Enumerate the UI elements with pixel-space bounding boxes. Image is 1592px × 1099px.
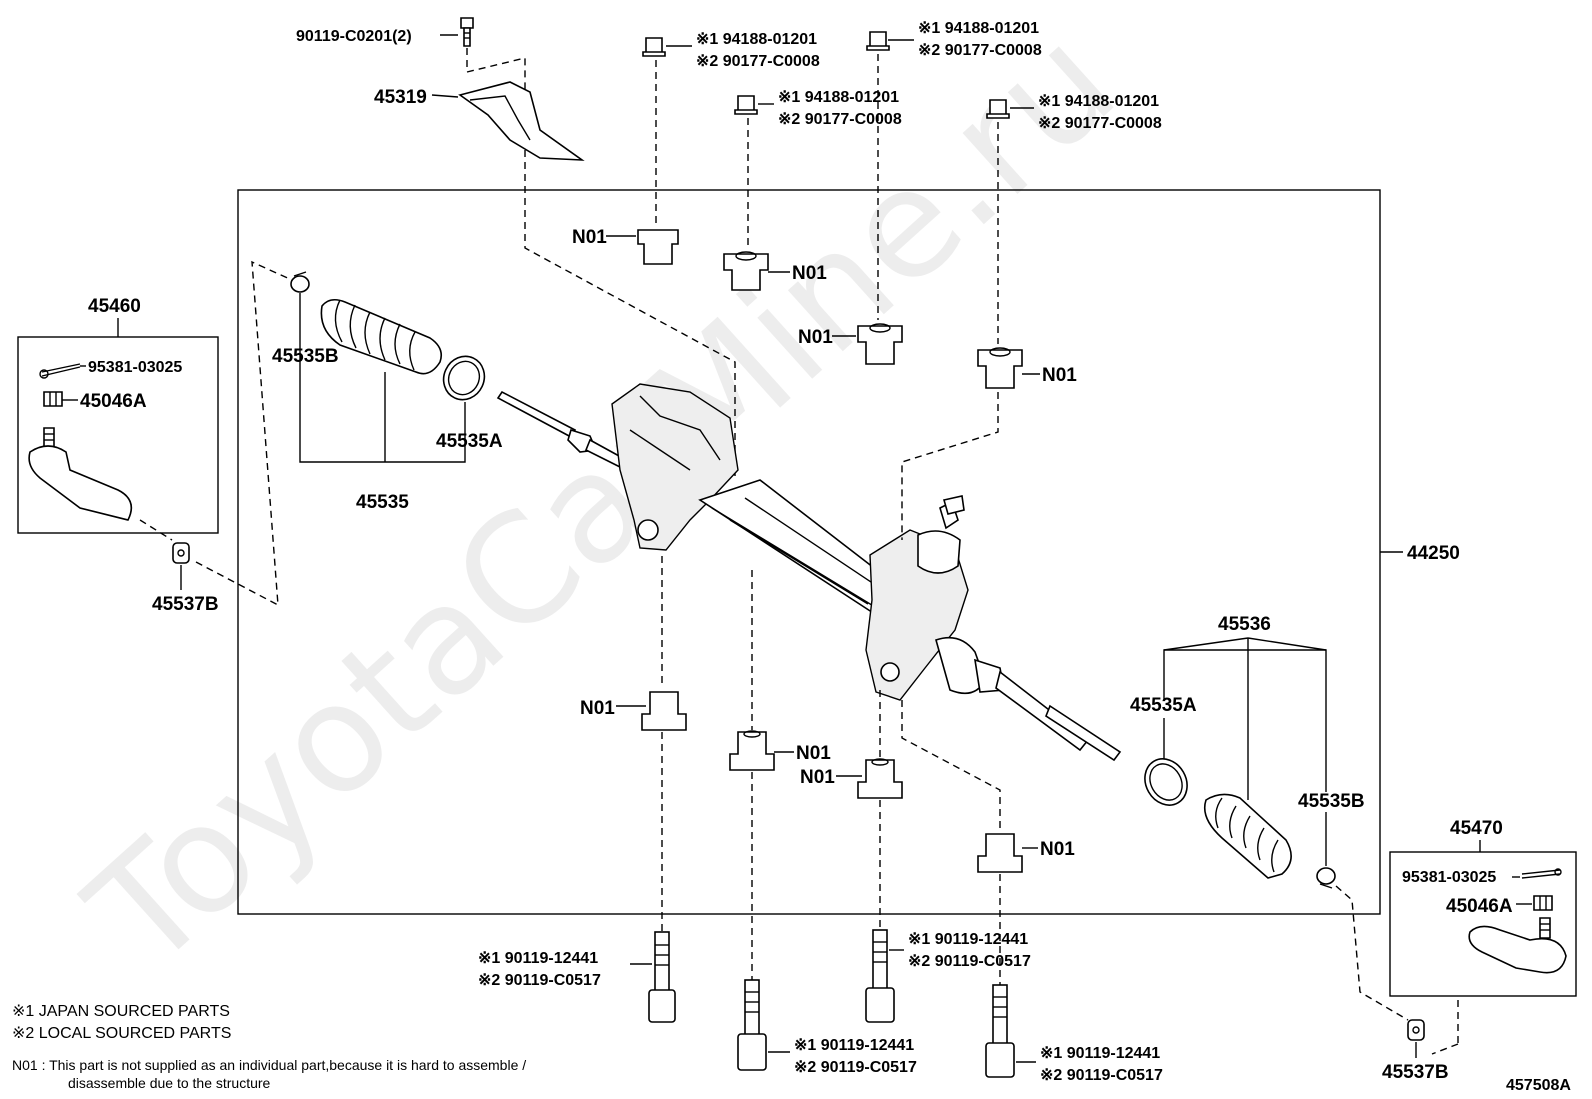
clamp-45535b-right[interactable] [1316, 867, 1336, 889]
label-45536[interactable]: 45536 [1218, 614, 1271, 635]
label-45535b-right[interactable]: 45535B [1298, 791, 1365, 812]
label-n01-6[interactable]: N01 [796, 743, 831, 764]
label-45046a-left[interactable]: 45046A [80, 391, 147, 412]
label-45535b-left[interactable]: 45535B [272, 346, 339, 367]
tie-rod-end-left[interactable] [28, 427, 133, 521]
bracket-45319[interactable] [458, 81, 585, 161]
callout-nut1-b[interactable]: ※2 90177-C0008 [696, 53, 820, 70]
label-45319[interactable]: 45319 [374, 87, 427, 108]
label-45535a-right[interactable]: 45535A [1130, 695, 1197, 716]
label-n01-8[interactable]: N01 [1040, 839, 1075, 860]
bolt-90119-c0201[interactable] [460, 17, 474, 47]
callout-nut3-b[interactable]: ※2 90177-C0008 [918, 42, 1042, 59]
nut-2[interactable] [734, 95, 758, 115]
callout-nut4-a[interactable]: ※1 94188-01201 [1038, 93, 1159, 110]
boot-right[interactable] [1203, 793, 1292, 879]
legend-japan: ※1 JAPAN SOURCED PARTS [12, 1003, 230, 1020]
boot-left[interactable] [320, 298, 443, 375]
label-n01-3[interactable]: N01 [798, 327, 833, 348]
label-45537b-right[interactable]: 45537B [1382, 1062, 1449, 1083]
bolt-4[interactable] [985, 984, 1015, 1078]
bushing-45537b-left[interactable] [172, 542, 190, 564]
cotter-pin-right[interactable] [1521, 868, 1562, 879]
bolt-2[interactable] [737, 979, 767, 1071]
callout-nut2-b[interactable]: ※2 90177-C0008 [778, 111, 902, 128]
steering-rack[interactable] [496, 383, 1122, 762]
cotter-pin-left[interactable] [39, 363, 81, 379]
label-95381-right[interactable]: 95381-03025 [1402, 869, 1496, 886]
callout-bolt2-b[interactable]: ※2 90119-C0517 [794, 1059, 917, 1076]
callout-bolt3-b[interactable]: ※2 90119-C0517 [908, 953, 1031, 970]
label-45535a-left[interactable]: 45535A [436, 431, 503, 452]
callout-nut1-a[interactable]: ※1 94188-01201 [696, 31, 817, 48]
callout-nut2-a[interactable]: ※1 94188-01201 [778, 89, 899, 106]
ring-45535a-left[interactable] [437, 350, 492, 407]
bushing-45537b-right[interactable] [1407, 1019, 1425, 1041]
callout-nut4-b[interactable]: ※2 90177-C0008 [1038, 115, 1162, 132]
box-45470 [1389, 851, 1577, 997]
callout-bolt4-a[interactable]: ※1 90119-12441 [1040, 1045, 1160, 1062]
callout-bolt1-a[interactable]: ※1 90119-12441 [478, 950, 598, 967]
clamp-45535b-left[interactable] [290, 271, 310, 293]
insulator-n01-8[interactable] [977, 833, 1023, 873]
label-n01-1[interactable]: N01 [572, 227, 607, 248]
bolt-1[interactable] [648, 931, 676, 1023]
label-45535[interactable]: 45535 [356, 492, 409, 513]
callout-bolt1-b[interactable]: ※2 90119-C0517 [478, 972, 601, 989]
nut-3[interactable] [866, 31, 890, 51]
callout-bolt3-a[interactable]: ※1 90119-12441 [908, 931, 1028, 948]
watermark: ToyotaCarMine.ru [57, 0, 1148, 1002]
label-95381-left[interactable]: 95381-03025 [88, 359, 182, 376]
tie-rod-end-right[interactable] [1468, 917, 1567, 974]
legend-local: ※2 LOCAL SOURCED PARTS [12, 1025, 231, 1042]
insulator-n01-2[interactable] [723, 251, 769, 291]
label-n01-4[interactable]: N01 [1042, 365, 1077, 386]
legend-n01-line2: disassemble due to the structure [68, 1075, 271, 1091]
box-45460 [17, 336, 219, 534]
insulator-n01-5[interactable] [641, 691, 687, 731]
callout-bolt4-b[interactable]: ※2 90119-C0517 [1040, 1067, 1163, 1084]
callout-nut3-a[interactable]: ※1 94188-01201 [918, 20, 1039, 37]
ring-45535a-right[interactable] [1137, 751, 1196, 813]
nut-45046a-right[interactable] [1533, 895, 1553, 911]
label-45046a-right[interactable]: 45046A [1446, 896, 1513, 917]
callout-bolt2-a[interactable]: ※1 90119-12441 [794, 1037, 914, 1054]
bolt-3[interactable] [865, 929, 895, 1023]
insulator-n01-6[interactable] [729, 730, 775, 771]
diagram-id: 457508A [1506, 1077, 1571, 1094]
insulator-n01-1[interactable] [637, 229, 679, 265]
label-44250[interactable]: 44250 [1407, 543, 1460, 564]
nut-45046a-left[interactable] [43, 391, 63, 407]
nut-4[interactable] [986, 99, 1010, 119]
legend-n01-line1: N01 : This part is not supplied as an in… [12, 1057, 526, 1073]
label-45537b-left[interactable]: 45537B [152, 594, 219, 615]
label-90119-c0201[interactable]: 90119-C0201(2) [296, 28, 412, 45]
nut-1[interactable] [642, 37, 666, 57]
insulator-n01-4[interactable] [977, 347, 1023, 389]
label-n01-2[interactable]: N01 [792, 263, 827, 284]
insulator-n01-7[interactable] [857, 758, 903, 799]
label-45460[interactable]: 45460 [88, 296, 141, 317]
label-n01-5[interactable]: N01 [580, 698, 615, 719]
label-45470[interactable]: 45470 [1450, 818, 1503, 839]
insulator-n01-3[interactable] [857, 323, 903, 365]
label-n01-7[interactable]: N01 [800, 767, 835, 788]
